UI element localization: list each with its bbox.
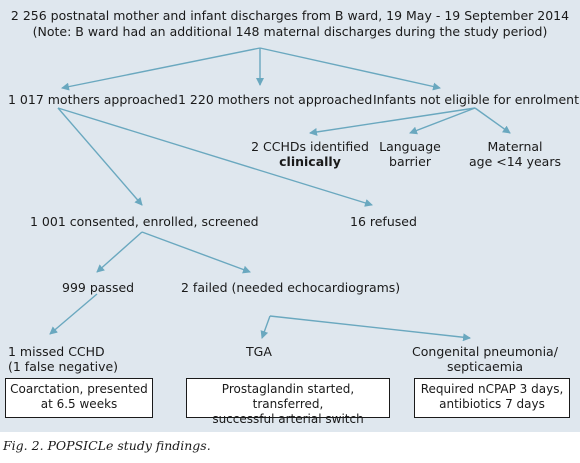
arrow-top-to-approached [61,47,261,91]
tga-node: TGA [246,344,272,359]
maternal-node-line1: Maternal [487,139,543,154]
not-eligible-node: Infants not eligible for enrolment [373,92,579,107]
top-node-line1: 2 256 postnatal mother and infant discha… [10,8,570,23]
box-pneumonia-outcome: Required nCPAP 3 days, antibiotics 7 day… [414,378,570,418]
arrow-approached-to-consented [57,107,143,206]
pneumonia-node-line2: septicaemia [446,359,524,374]
missed-node-line1: 1 missed CCHD [8,344,105,359]
top-node-line2: (Note: B ward had an additional 148 mate… [32,24,548,39]
arrow-noteligible-to-cchd [309,107,476,136]
approached-node: 1 017 mothers approached [8,92,178,107]
missed-node-line2: (1 false negative) [8,359,119,374]
maternal-node-line2: age <14 years [468,154,561,169]
figure-caption: Fig. 2. POPSICLe study findings. [3,438,211,453]
box-pneumonia-line2: antibiotics 7 days [439,397,545,411]
arrow-consented-to-passed [96,231,143,273]
cchd-node-line2: clinically [279,154,341,169]
language-node-line1: Language [379,139,441,154]
flow-arrows [49,47,511,342]
failed-node: 2 failed (needed echocardiograms) [181,280,401,295]
passed-node: 999 passed [62,280,135,295]
arrow-approached-to-refused [57,107,373,207]
arrow-noteligible-to-maternal [474,107,511,134]
box-tga-line2: successful arterial switch [212,412,364,426]
arrow-failed-to-pneumonia [269,315,471,342]
arrow-passed-to-missed [49,293,98,335]
language-node-line2: barrier [389,154,431,169]
box-coarctation: Coarctation, presented at 6.5 weeks [5,378,153,418]
refused-node: 16 refused [350,214,417,229]
arrow-noteligible-to-language [409,107,476,135]
not-approached-node: 1 220 mothers not approached [178,92,373,107]
diagram-panel [0,0,580,432]
box-tga-outcome: Prostaglandin started, transferred, succ… [186,378,390,426]
box-pneumonia-line1: Required nCPAP 3 days, [420,382,564,396]
cchd-node-line1: 2 CCHDs identified [251,139,369,154]
pneumonia-node-line1: Congenital pneumonia/ [412,344,558,359]
box-tga-line1: Prostaglandin started, transferred, [221,382,355,411]
arrow-consented-to-failed [141,231,251,274]
box-coarctation-line2: at 6.5 weeks [40,397,118,411]
consented-node: 1 001 consented, enrolled, screened [30,214,259,229]
arrow-failed-to-tga [260,315,271,339]
arrow-top-to-not-eligible [259,47,441,91]
box-coarctation-line1: Coarctation, presented [10,382,148,396]
